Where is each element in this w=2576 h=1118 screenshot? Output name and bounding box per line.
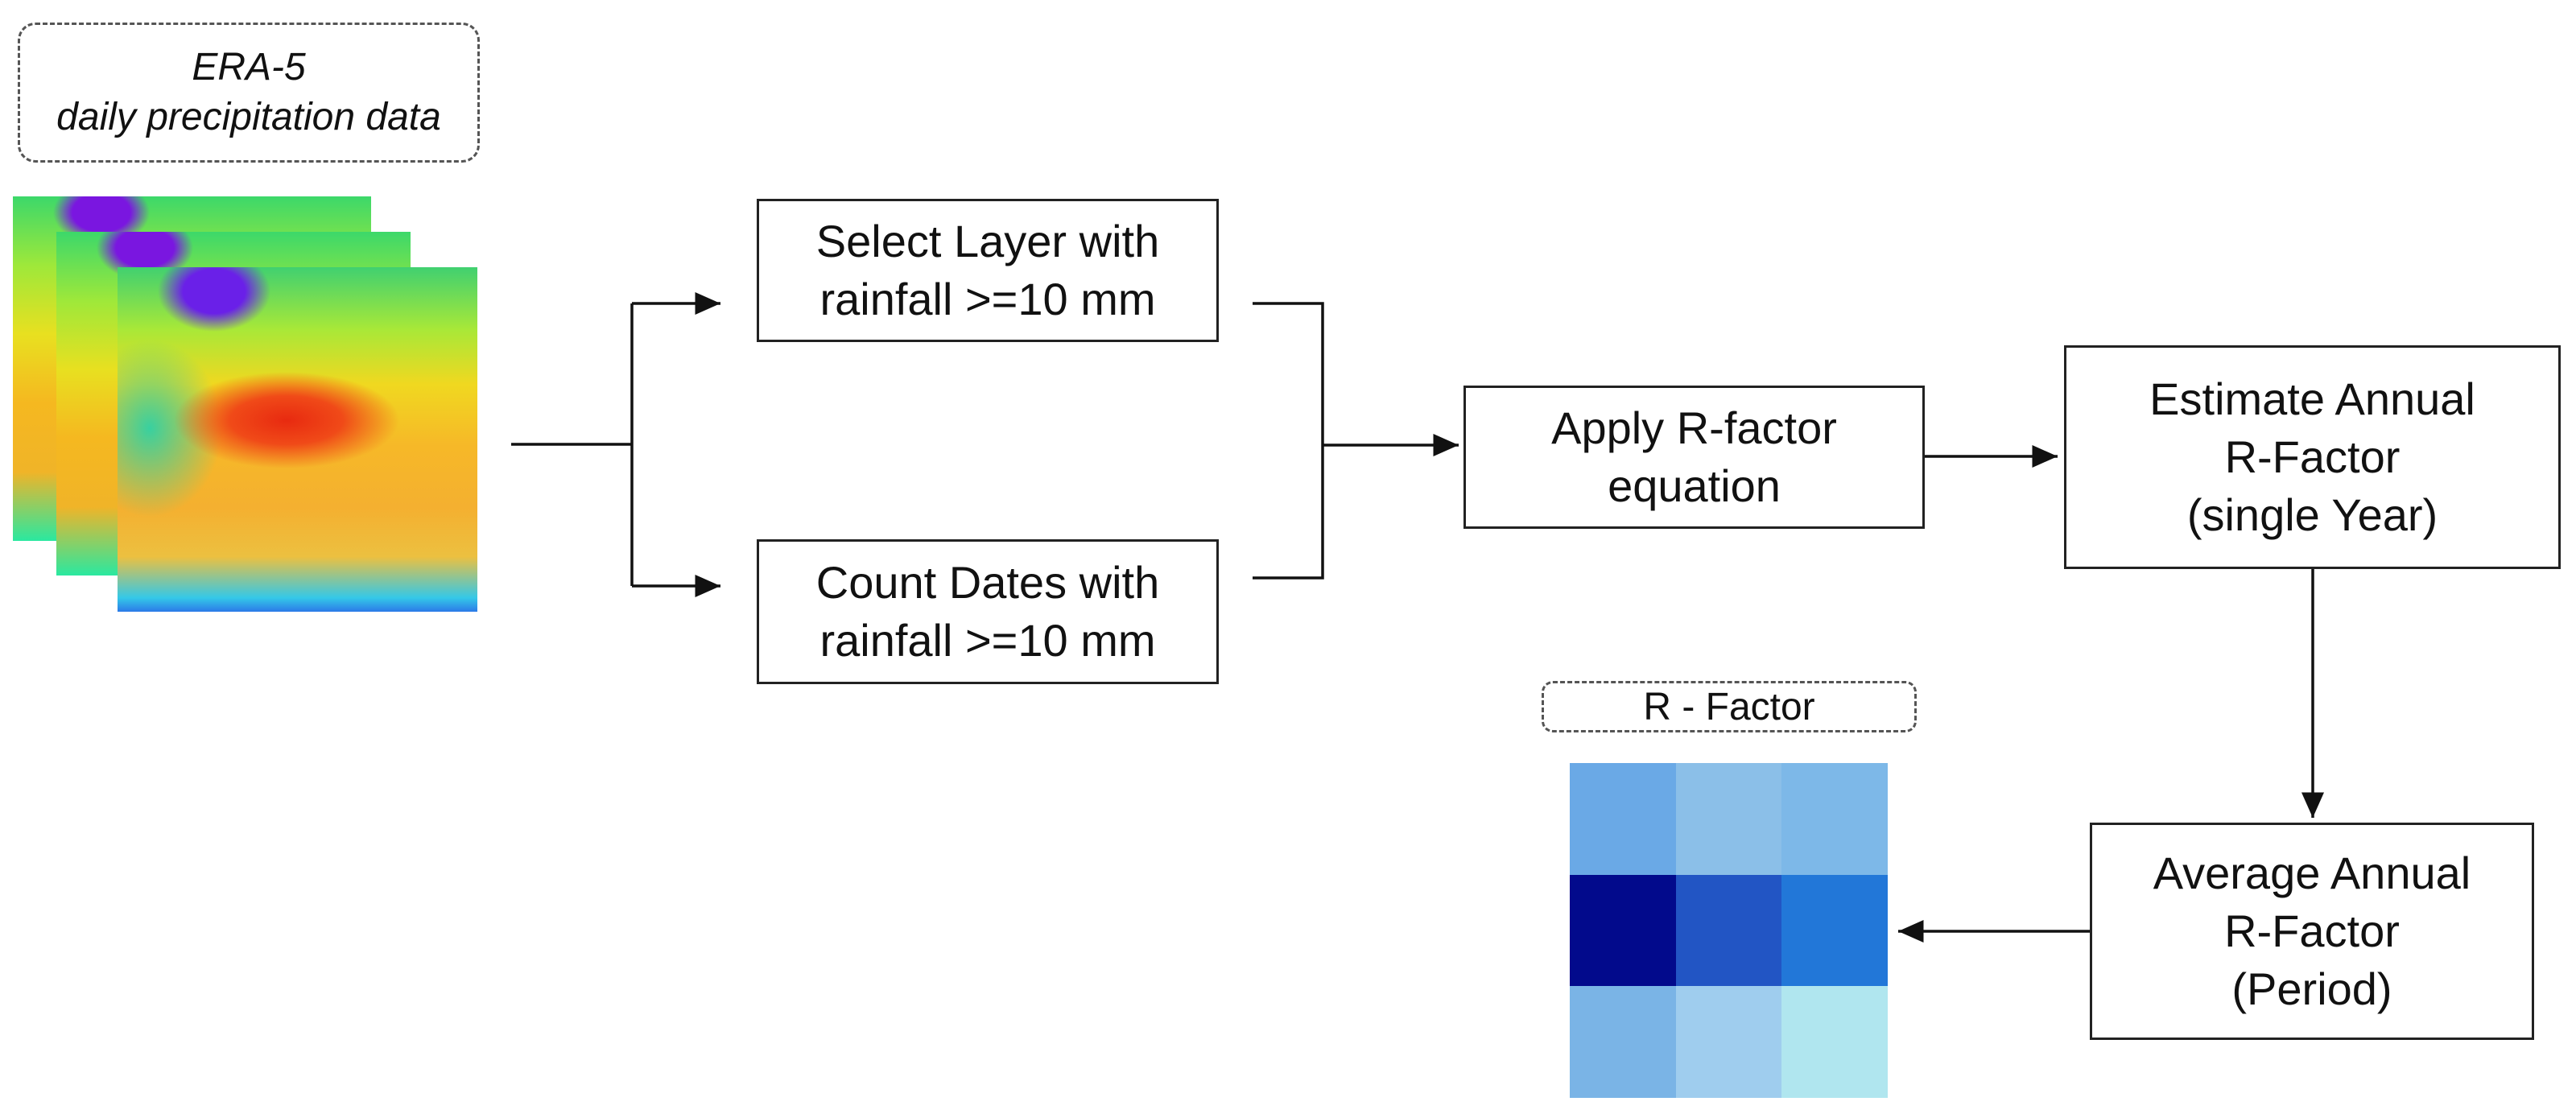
- apply-equation-box: Apply R-factor equation: [1463, 386, 1925, 529]
- r-factor-cell: [1781, 986, 1888, 1098]
- apply-equation-line1: Apply R-factor: [1551, 402, 1837, 453]
- r-factor-output-label: R - Factor: [1542, 681, 1917, 732]
- r-factor-grid: [1570, 763, 1888, 1098]
- select-layer-line2: rainfall >=10 mm: [819, 274, 1156, 324]
- average-annual-box: Average Annual R-Factor (Period): [2090, 823, 2534, 1040]
- apply-equation-line2: equation: [1608, 460, 1781, 511]
- era5-input-label: ERA-5 daily precipitation data: [18, 23, 480, 163]
- r-factor-cell: [1781, 874, 1888, 987]
- r-factor-cell: [1570, 986, 1676, 1098]
- connector-select-out: [1253, 302, 1324, 580]
- r-factor-cell: [1781, 763, 1888, 875]
- r-factor-cell: [1675, 763, 1782, 875]
- r-factor-cell: [1675, 986, 1782, 1098]
- estimate-annual-line2: R-Factor: [2224, 431, 2401, 482]
- average-annual-line1: Average Annual: [2153, 848, 2471, 898]
- era5-title: ERA-5: [192, 46, 306, 89]
- r-factor-cell: [1675, 874, 1782, 987]
- count-dates-box: Count Dates with rainfall >=10 mm: [757, 539, 1219, 684]
- r-factor-output-text: R - Factor: [1643, 685, 1815, 728]
- r-factor-cell: [1570, 874, 1676, 987]
- r-factor-cell: [1570, 763, 1676, 875]
- select-layer-box: Select Layer with rainfall >=10 mm: [757, 199, 1219, 342]
- average-annual-line2: R-Factor: [2224, 906, 2400, 956]
- era5-subtitle: daily precipitation data: [56, 96, 441, 138]
- estimate-annual-line3: (single Year): [2186, 489, 2438, 540]
- count-dates-line2: rainfall >=10 mm: [819, 615, 1156, 666]
- count-dates-line1: Count Dates with: [815, 557, 1160, 608]
- precipitation-map-layer-3: [118, 267, 477, 612]
- select-layer-line1: Select Layer with: [815, 216, 1160, 266]
- estimate-annual-box: Estimate Annual R-Factor (single Year): [2064, 345, 2561, 569]
- average-annual-line3: (Period): [2231, 963, 2392, 1014]
- estimate-annual-line1: Estimate Annual: [2149, 373, 2475, 424]
